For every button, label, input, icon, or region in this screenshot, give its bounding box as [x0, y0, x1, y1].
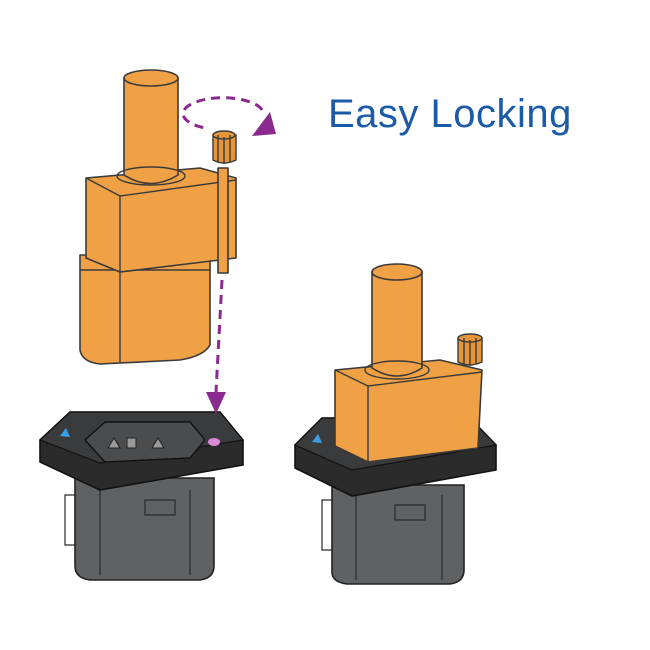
rotate-arrow-icon	[181, 96, 276, 136]
left-plug	[79, 69, 237, 365]
page-title: Easy Locking	[328, 92, 572, 136]
triangle-mark-icon	[312, 434, 322, 443]
right-plug	[334, 263, 483, 463]
triangle-mark-icon	[60, 428, 70, 437]
insert-arrow-icon	[206, 279, 226, 414]
left-socket	[38, 411, 245, 581]
indicator-dot	[208, 438, 220, 446]
